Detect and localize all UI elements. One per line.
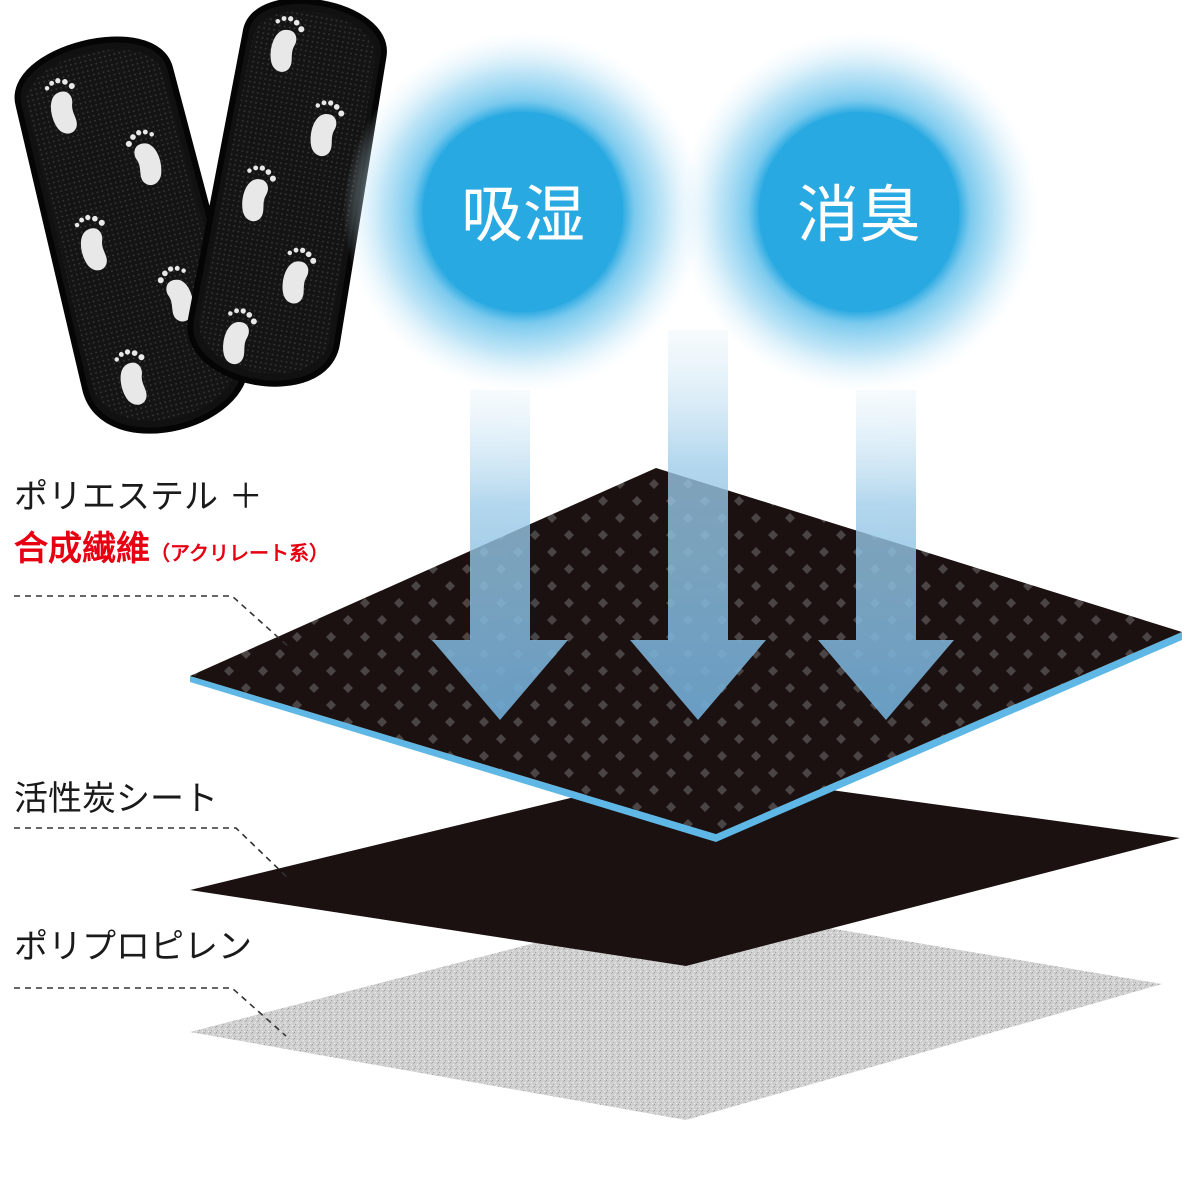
leader-lines — [14, 595, 291, 1037]
arrows — [432, 330, 954, 720]
function-bubble-absorb: 吸湿 — [343, 32, 703, 392]
function-label-deodorize: 消臭 — [797, 178, 921, 251]
layer-label-activated-carbon: 活性炭シート — [14, 779, 218, 819]
polypropylene-sheet — [190, 904, 1162, 1120]
layer-label-polyester: ポリエステル ＋ — [14, 477, 263, 517]
down-arrow-icon — [630, 330, 766, 720]
top-sheet-edge — [190, 632, 1182, 842]
down-arrow-icon — [432, 390, 568, 720]
layer-label-acrylate-main: 合成繊維 — [14, 529, 150, 569]
layer-label-acrylate: 合成繊維（アクリレート系） — [14, 532, 329, 566]
function-label-absorb: 吸湿 — [461, 178, 585, 251]
insole-icon — [14, 0, 387, 434]
activated-carbon-sheet — [190, 770, 1180, 966]
layer-label-polypropylene: ポリプロピレン — [14, 927, 252, 967]
layer-label-acrylate-sub: （アクリレート系） — [150, 541, 329, 565]
down-arrow-icon — [818, 390, 954, 720]
function-bubble-deodorize: 消臭 — [679, 32, 1039, 392]
